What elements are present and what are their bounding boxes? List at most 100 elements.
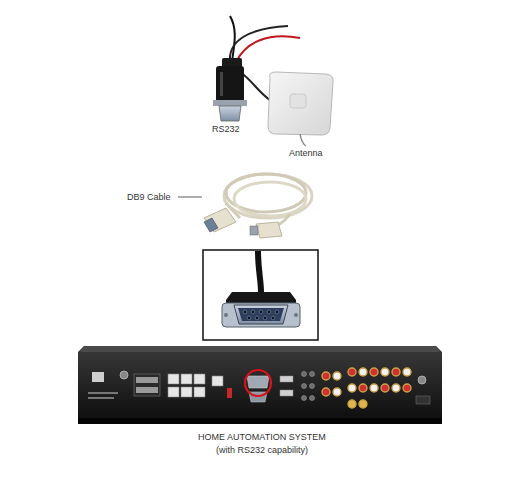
pin-hole xyxy=(275,310,279,314)
screw xyxy=(224,313,228,317)
ir-jack xyxy=(302,372,307,377)
wifi-connector xyxy=(120,371,128,379)
rca-jack xyxy=(333,388,341,396)
caption-line: (with RS232 capability) xyxy=(216,444,308,456)
male-connector xyxy=(256,222,282,238)
panel-print xyxy=(88,397,114,399)
connector-flange xyxy=(213,100,247,106)
terminal-row xyxy=(136,377,158,383)
terminal-housing xyxy=(134,374,160,396)
antenna xyxy=(268,72,333,146)
pin-hole xyxy=(251,310,255,314)
rca-jack xyxy=(392,368,400,376)
chassis xyxy=(78,346,442,424)
logo-mark xyxy=(92,372,104,382)
rca-jack xyxy=(381,384,389,392)
antenna-wire xyxy=(240,72,270,100)
connector-face xyxy=(204,218,218,232)
pin-hole xyxy=(255,316,259,320)
terminal-block xyxy=(134,374,160,396)
chassis-top xyxy=(80,346,440,352)
rca-jack xyxy=(348,400,356,408)
part-label: RS232 xyxy=(212,123,240,135)
part-label: Antenna xyxy=(289,147,323,159)
rca-jack xyxy=(348,368,356,376)
hdmi-port xyxy=(280,376,293,382)
rca-jack xyxy=(359,368,367,376)
rca-jacks xyxy=(322,368,411,408)
adapter-body xyxy=(216,66,244,102)
antenna-boss xyxy=(290,94,306,108)
cable-coil xyxy=(234,182,306,216)
closeup-flange xyxy=(222,303,300,327)
rca-jack xyxy=(403,368,411,376)
db9-port xyxy=(247,376,269,388)
rca-jack xyxy=(370,384,378,392)
ir-jack xyxy=(302,384,307,389)
terminal-row xyxy=(136,387,158,393)
ir-jack xyxy=(310,372,315,377)
ethernet-ports xyxy=(168,374,223,397)
screw xyxy=(294,313,298,317)
rca-jack xyxy=(322,388,330,396)
wifi-connector xyxy=(418,376,426,384)
d-sub-shell xyxy=(234,305,288,324)
pin-hole xyxy=(267,310,271,314)
rca-jack xyxy=(359,400,367,408)
db9-cable xyxy=(178,174,312,238)
pin-hole xyxy=(243,310,247,314)
caption-line: HOME AUTOMATION SYSTEM xyxy=(198,431,326,443)
closeup-cable xyxy=(258,251,261,292)
rca-jack xyxy=(381,368,389,376)
rca-jack xyxy=(359,384,367,392)
ir-jack xyxy=(310,396,315,401)
hdmi-ports xyxy=(280,376,293,396)
antenna-lead xyxy=(300,134,306,146)
part-label: DB9 Cable xyxy=(127,191,171,203)
ir-jack xyxy=(310,384,315,389)
closeup-frame xyxy=(203,250,318,340)
pin-hole xyxy=(247,316,251,320)
chassis-base xyxy=(78,418,442,424)
rj45-port xyxy=(168,387,179,397)
d-sub-insert xyxy=(238,308,284,321)
rca-jack xyxy=(333,372,341,380)
ir-jacks xyxy=(302,372,315,401)
black-wire xyxy=(230,26,288,62)
rj45-port xyxy=(181,387,192,397)
pin-holes xyxy=(243,310,279,320)
power-inlet xyxy=(416,396,430,404)
pin-hole xyxy=(259,310,263,314)
pin-hole xyxy=(271,316,275,320)
rj45-port xyxy=(168,374,179,384)
logo-area xyxy=(88,372,118,399)
rca-jack xyxy=(348,384,356,392)
home-automation-unit xyxy=(78,346,442,424)
leader-line xyxy=(178,197,202,198)
rj45-port xyxy=(181,374,192,384)
highlight-circle xyxy=(245,370,271,396)
female-connector xyxy=(204,208,236,232)
rca-jack xyxy=(403,384,411,392)
frame-border xyxy=(203,250,318,340)
rj45-port xyxy=(212,376,223,386)
adapter-highlight xyxy=(220,72,223,96)
panel-print xyxy=(88,392,118,394)
usb-port xyxy=(227,388,232,398)
connector-shell xyxy=(250,226,258,235)
hdmi-port xyxy=(280,390,293,396)
antenna-housing xyxy=(268,72,333,135)
red-wire xyxy=(236,36,300,62)
cable-coil xyxy=(224,174,312,218)
ir-jack xyxy=(302,396,307,401)
connector-shell xyxy=(219,106,241,121)
pin-hole xyxy=(263,316,267,320)
db9-ports xyxy=(247,376,269,402)
rca-jack xyxy=(370,368,378,376)
rca-jack xyxy=(392,384,400,392)
rca-jack xyxy=(322,372,330,380)
rj45-port xyxy=(194,374,205,384)
rj45-port xyxy=(194,387,205,397)
